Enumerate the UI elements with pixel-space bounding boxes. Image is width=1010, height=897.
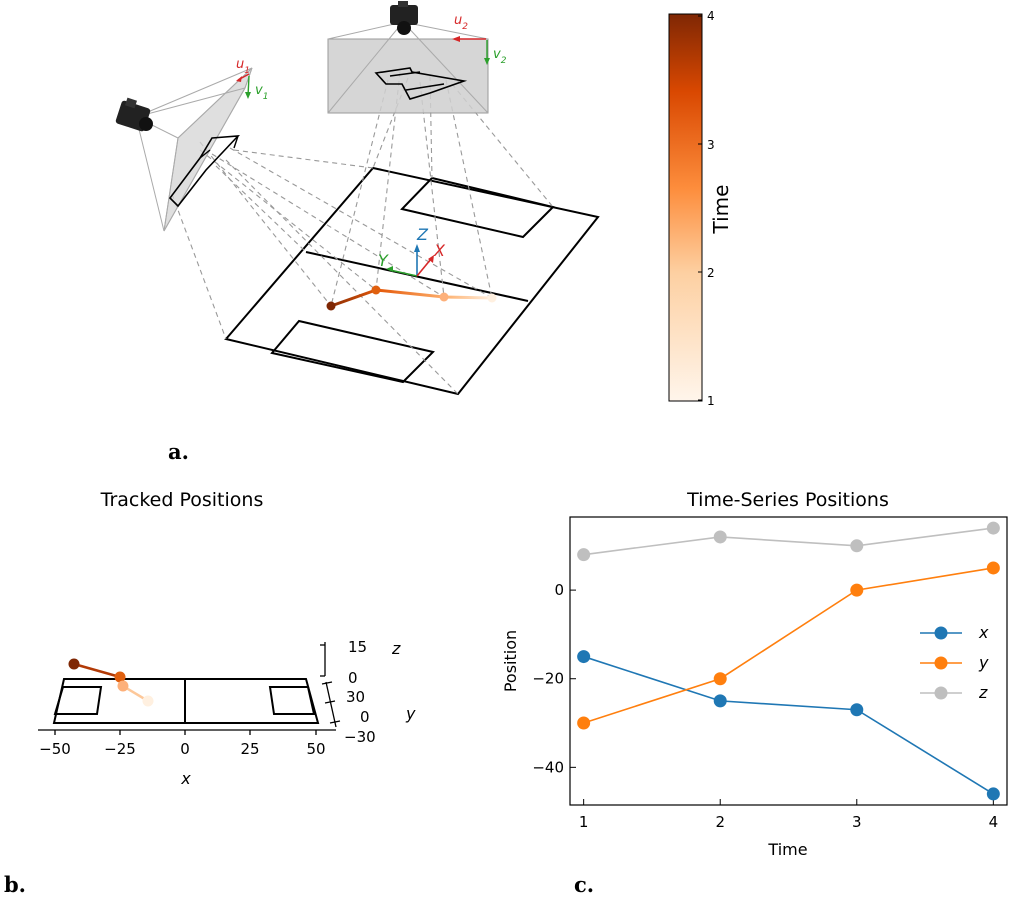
series-z <box>577 521 1000 562</box>
panel-b-title: Tracked Positions <box>100 489 264 511</box>
legend-marker-z <box>934 686 948 700</box>
camera-2-icon <box>390 1 418 35</box>
panel-b-x-tick-neg25: −25 <box>104 740 136 758</box>
projection-rays-camera-1 <box>171 141 493 395</box>
camera-2-u-label: u <box>454 13 462 28</box>
chart-title: Time-Series Positions <box>686 489 889 511</box>
panel-label-b: b. <box>4 872 26 897</box>
colorbar-tick-4: 4 <box>707 9 715 23</box>
panel-b-z-tick-0: 0 <box>348 669 358 687</box>
panel-b-x-label: x <box>180 769 191 788</box>
camera-1-u-subscript: 1 <box>244 66 250 76</box>
data-point-x <box>577 650 591 664</box>
data-point-z <box>986 521 1000 535</box>
camera-1-image-axes: u1 v1 <box>236 57 268 102</box>
x-tick-label: 3 <box>852 813 862 831</box>
camera-1-frustum <box>135 67 253 232</box>
panel-b-x-tick-25: 25 <box>240 740 259 758</box>
series-line-z <box>583 527 994 556</box>
y-tick-label: 0 <box>554 581 564 599</box>
legend-label-z: z <box>978 683 988 702</box>
camera-2-v-label: v <box>493 47 501 62</box>
camera-2-image-axes: u2 v2 <box>452 13 507 66</box>
colorbar-ticks <box>698 15 702 401</box>
svg-text:u2: u2 <box>454 13 468 32</box>
panel-b-y-label: y <box>405 704 416 723</box>
panel-b-x-tick-neg50: −50 <box>39 740 71 758</box>
svg-text:u1: u1 <box>236 57 250 76</box>
panel-b-y-tick-30: 30 <box>346 688 365 706</box>
world-x-axis-label: X <box>433 241 446 260</box>
data-point-y <box>986 561 1000 575</box>
series-line-x <box>583 655 994 795</box>
camera-1-u-label: u <box>236 57 244 72</box>
data-point-y <box>850 583 864 597</box>
series-y <box>577 561 1000 730</box>
data-point-z <box>713 530 727 544</box>
panel-b-y-axis <box>321 681 341 728</box>
colorbar-tick-2: 2 <box>707 266 715 280</box>
colorbar-label: Time <box>709 185 733 235</box>
data-point-x <box>986 787 1000 801</box>
series-x <box>577 650 1000 801</box>
panel-b-z-axis <box>320 642 326 677</box>
data-point-x <box>713 694 727 708</box>
plot-area-frame <box>569 516 1008 806</box>
data-point-z <box>577 548 591 562</box>
panel-b-y-tick-0: 0 <box>360 708 370 726</box>
svg-text:v1: v1 <box>255 83 268 102</box>
panel-b-z-tick-15: 15 <box>348 638 367 656</box>
series-line-y <box>583 567 994 724</box>
y-tick-label: −40 <box>532 758 564 776</box>
world-y-axis-label: Y <box>378 251 389 270</box>
world-axes: Z Y X <box>378 225 446 277</box>
panel-label-a: a. <box>168 439 189 464</box>
colorbar-tick-1: 1 <box>707 394 715 408</box>
y-tick-label: −20 <box>532 670 564 688</box>
camera-2-v-subscript: 2 <box>501 56 507 66</box>
data-point-y <box>577 716 591 730</box>
x-axis-ticks: 1 2 3 4 <box>579 799 998 831</box>
camera-2-frustum <box>327 21 489 114</box>
panel-b-z-label: z <box>391 639 401 658</box>
legend-label-x: x <box>978 623 989 642</box>
camera-2-u-subscript: 2 <box>462 22 468 32</box>
camera-1-v-subscript: 1 <box>263 92 269 102</box>
data-point-z <box>850 539 864 553</box>
chart-legend: xyz <box>920 623 989 702</box>
y-axis-ticks: 0 −20 −40 <box>532 581 576 776</box>
data-point-y <box>713 672 727 686</box>
camera-1-icon <box>115 97 153 132</box>
panel-b-pitch <box>52 678 320 724</box>
panel-a: u1 v1 u2 v2 <box>115 1 733 464</box>
panel-b-y-tick-neg30: −30 <box>344 728 376 746</box>
soccer-pitch <box>224 166 600 396</box>
pitch-trajectory <box>326 285 497 311</box>
legend-marker-x <box>934 626 948 640</box>
data-point-x <box>850 703 864 717</box>
panel-b-x-axis <box>38 729 336 735</box>
time-colorbar: 4 3 2 1 Time <box>668 9 733 408</box>
world-z-axis-label: Z <box>416 225 429 244</box>
x-axis-label: Time <box>767 840 807 859</box>
chart-series <box>577 521 1000 801</box>
x-tick-label: 2 <box>715 813 725 831</box>
panel-b-trajectory <box>68 658 154 707</box>
x-tick-label: 1 <box>579 813 589 831</box>
colorbar-tick-3: 3 <box>707 138 715 152</box>
legend-marker-y <box>934 656 948 670</box>
panel-b: Tracked Positions 15 0 z 30 0 −30 y <box>4 489 416 897</box>
camera-1-v-label: v <box>255 83 263 98</box>
x-tick-label: 4 <box>989 813 999 831</box>
panel-label-c: c. <box>574 872 594 897</box>
panel-b-x-tick-0: 0 <box>180 740 190 758</box>
legend-label-y: y <box>978 653 989 672</box>
y-axis-label: Position <box>501 630 520 692</box>
svg-text:v2: v2 <box>493 47 507 66</box>
panel-b-x-tick-50: 50 <box>306 740 325 758</box>
